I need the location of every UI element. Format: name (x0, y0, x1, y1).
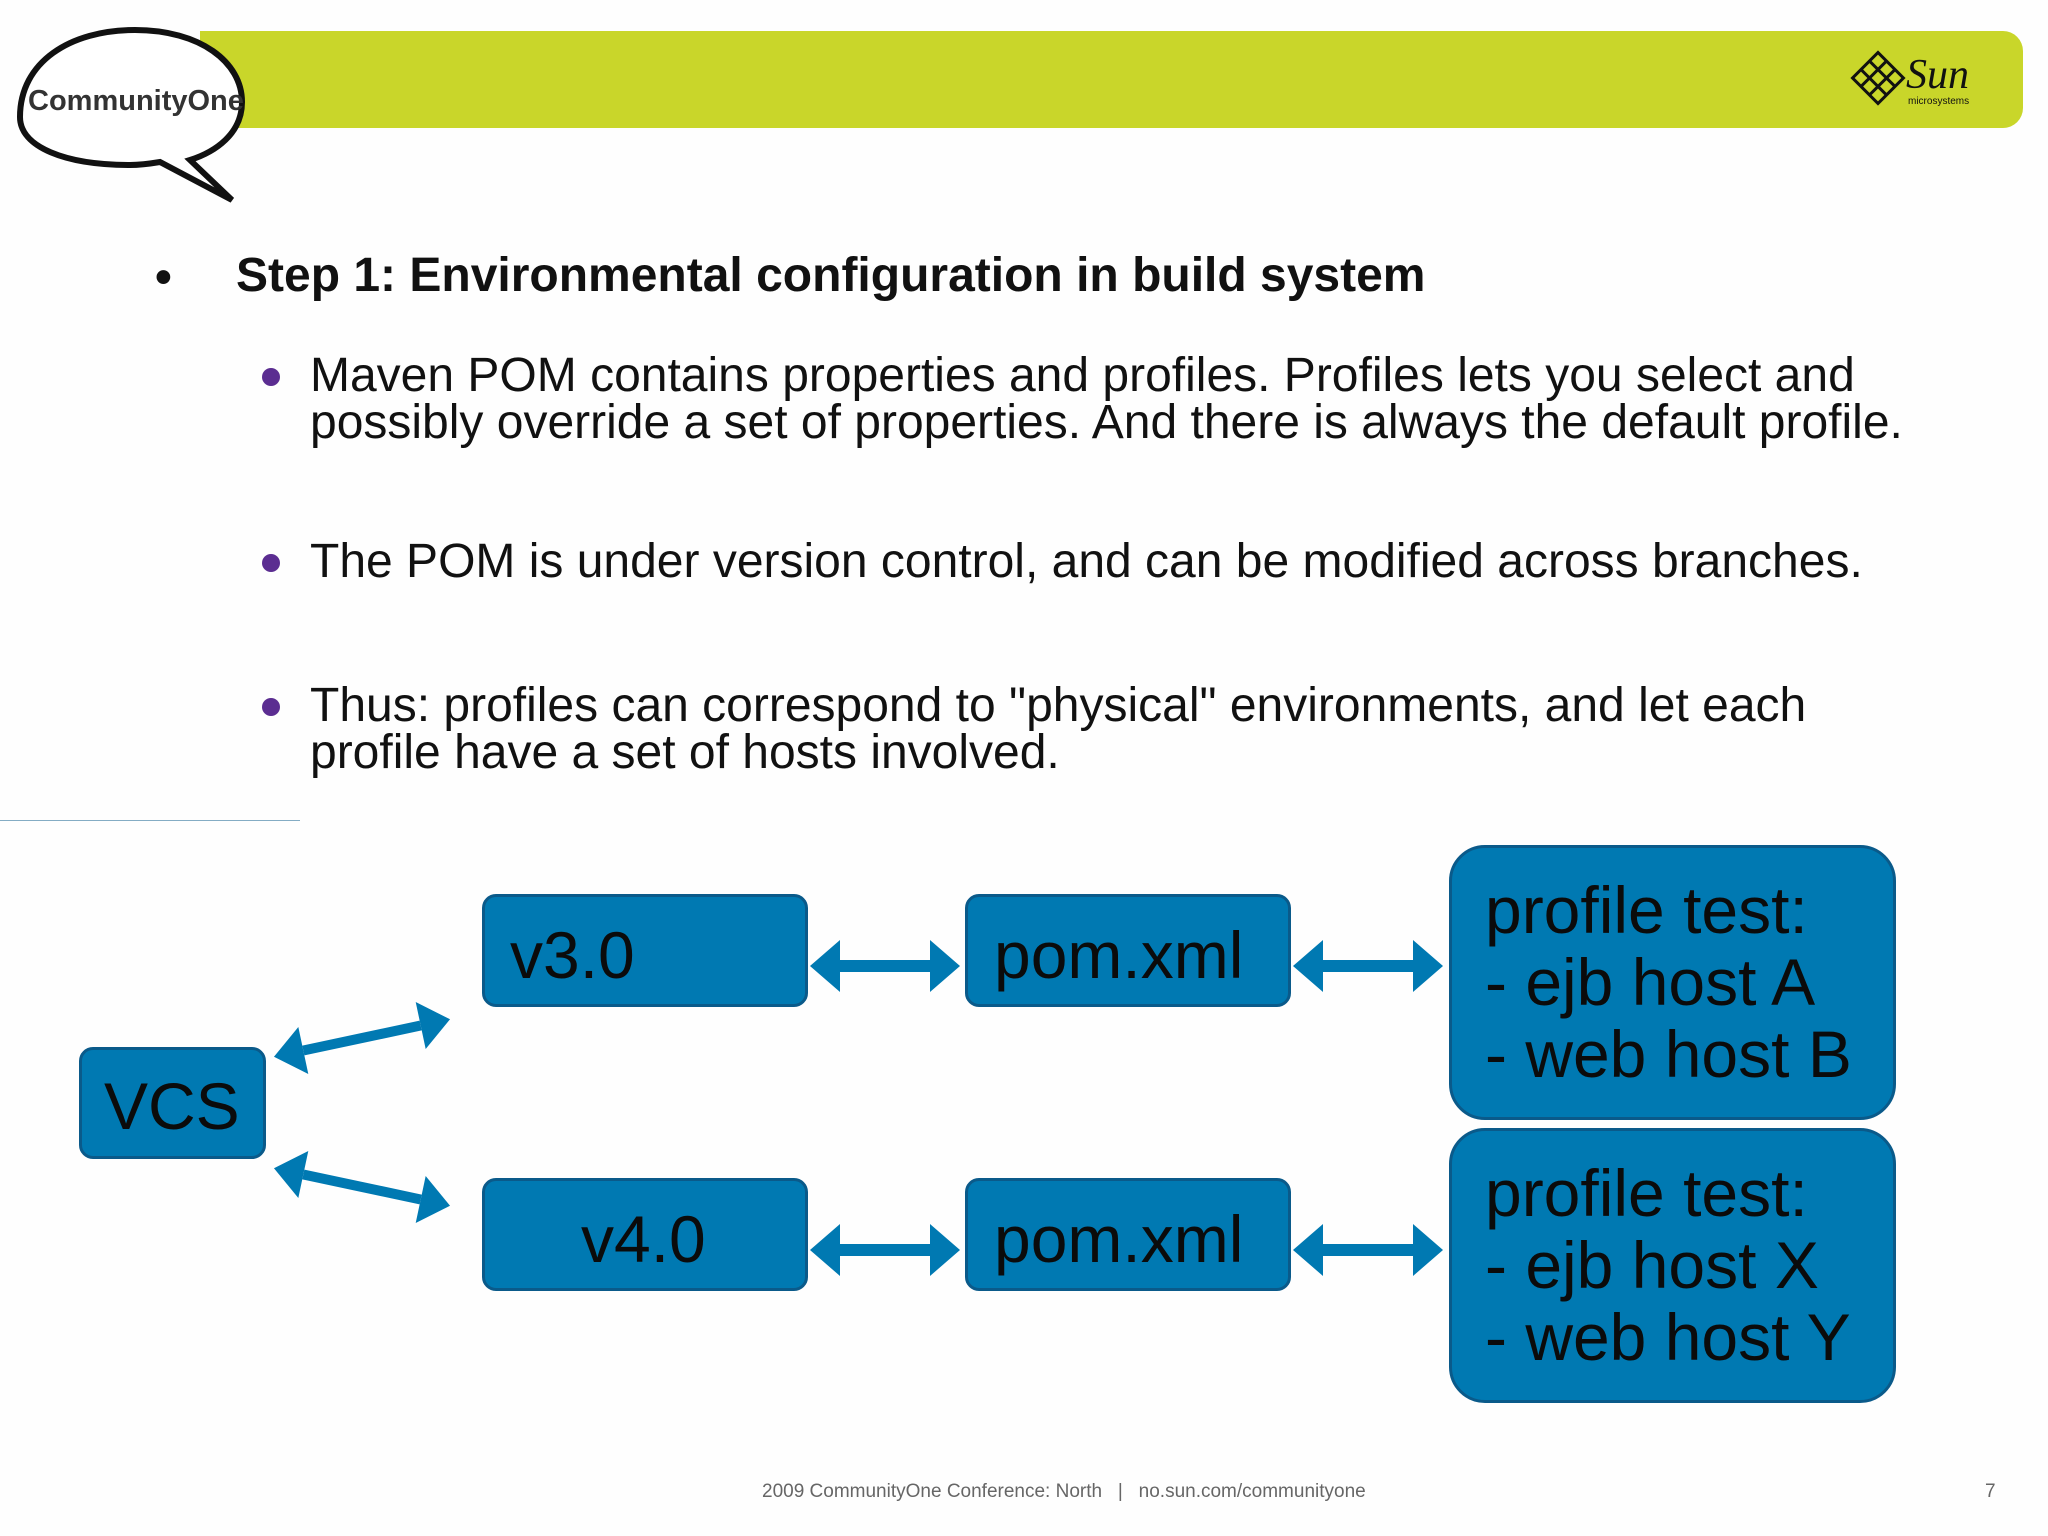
sun-logo-text: Sun (1906, 52, 1969, 98)
profile-bottom-line: - ejb host X (1485, 1228, 1819, 1302)
profile-top-box: profile test: - ejb host A - web host B (1449, 845, 1896, 1120)
branch-v30-box: v3.0 (482, 894, 808, 1007)
branch-v40-label: v4.0 (581, 1202, 706, 1276)
profile-bottom-lines: profile test: - ejb host X - web host Y (1485, 1157, 1851, 1373)
branch-v30-label: v3.0 (510, 918, 635, 992)
vcs-label: VCS (104, 1069, 240, 1143)
communityone-logo: CommunityOne (16, 26, 246, 203)
v40-pom-arrow-icon (810, 1224, 960, 1276)
profile-top-lines: profile test: - ejb host A - web host B (1485, 874, 1852, 1090)
page-number: 7 (1985, 1481, 1996, 1502)
communityone-logo-text: CommunityOne (28, 85, 244, 117)
profile-bottom-line: profile test: (1485, 1156, 1808, 1230)
pom-profile-top-arrow-icon (1293, 940, 1443, 992)
diagram-arrow-layer (273, 940, 1443, 1276)
bullet-text: The POM is under version control, and ca… (310, 535, 1863, 588)
sun-logo: Sun microsystems (1850, 50, 1969, 107)
pom-top-label: pom.xml (994, 918, 1244, 992)
branch-v40-box: v4.0 (482, 1178, 808, 1291)
v30-pom-arrow-icon (810, 940, 960, 992)
bullet-dot-icon (262, 554, 280, 572)
vcs-box: VCS (79, 1047, 266, 1159)
profile-bottom-box: profile test: - ejb host X - web host Y (1449, 1128, 1896, 1403)
branch-diagram: VCS v3.0 v4.0 pom.xml pom.xml profile te… (0, 820, 2048, 1440)
pom-profile-bottom-arrow-icon (1293, 1224, 1443, 1276)
pom-bottom-box: pom.xml (965, 1178, 1291, 1291)
slide-heading: Step 1: Environmental configuration in b… (236, 249, 1426, 302)
header-bar (200, 31, 2023, 128)
profile-top-line: - ejb host A (1485, 945, 1816, 1019)
pom-bottom-label: pom.xml (994, 1202, 1244, 1276)
bullet-text: Maven POM contains properties and profil… (310, 349, 1903, 449)
bullet-dot-icon (262, 368, 280, 386)
profile-bottom-line: - web host Y (1485, 1300, 1851, 1374)
pom-top-box: pom.xml (965, 894, 1291, 1007)
heading-bullet: • (155, 251, 172, 304)
footer-text: 2009 CommunityOne Conference: North | no… (762, 1481, 1366, 1502)
vcs-v30-arrow-icon (273, 1002, 451, 1074)
sun-logo-subtext: microsystems (1908, 96, 1969, 107)
vcs-v40-arrow-icon (273, 1151, 451, 1223)
profile-top-line: - web host B (1485, 1017, 1852, 1091)
bullet-text: Thus: profiles can correspond to "physic… (310, 679, 1807, 779)
profile-top-line: profile test: (1485, 873, 1808, 947)
bullet-dot-icon (262, 698, 280, 716)
